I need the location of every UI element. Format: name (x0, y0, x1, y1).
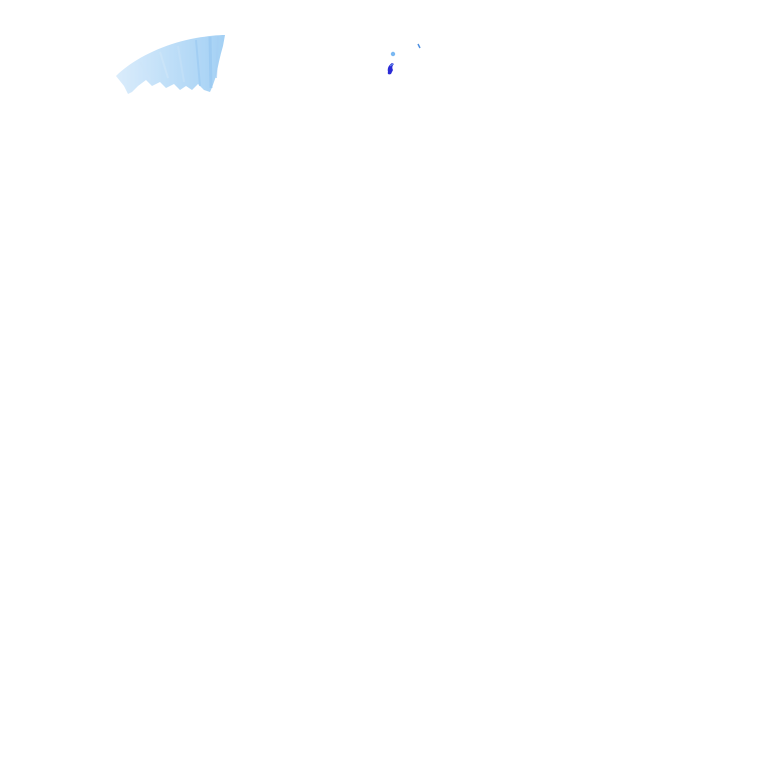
precip-speck-north-1 (390, 51, 396, 57)
precip-cell-north (387, 63, 394, 75)
precip-band-northwest (116, 35, 225, 94)
precip-speck-north-2 (417, 43, 421, 49)
